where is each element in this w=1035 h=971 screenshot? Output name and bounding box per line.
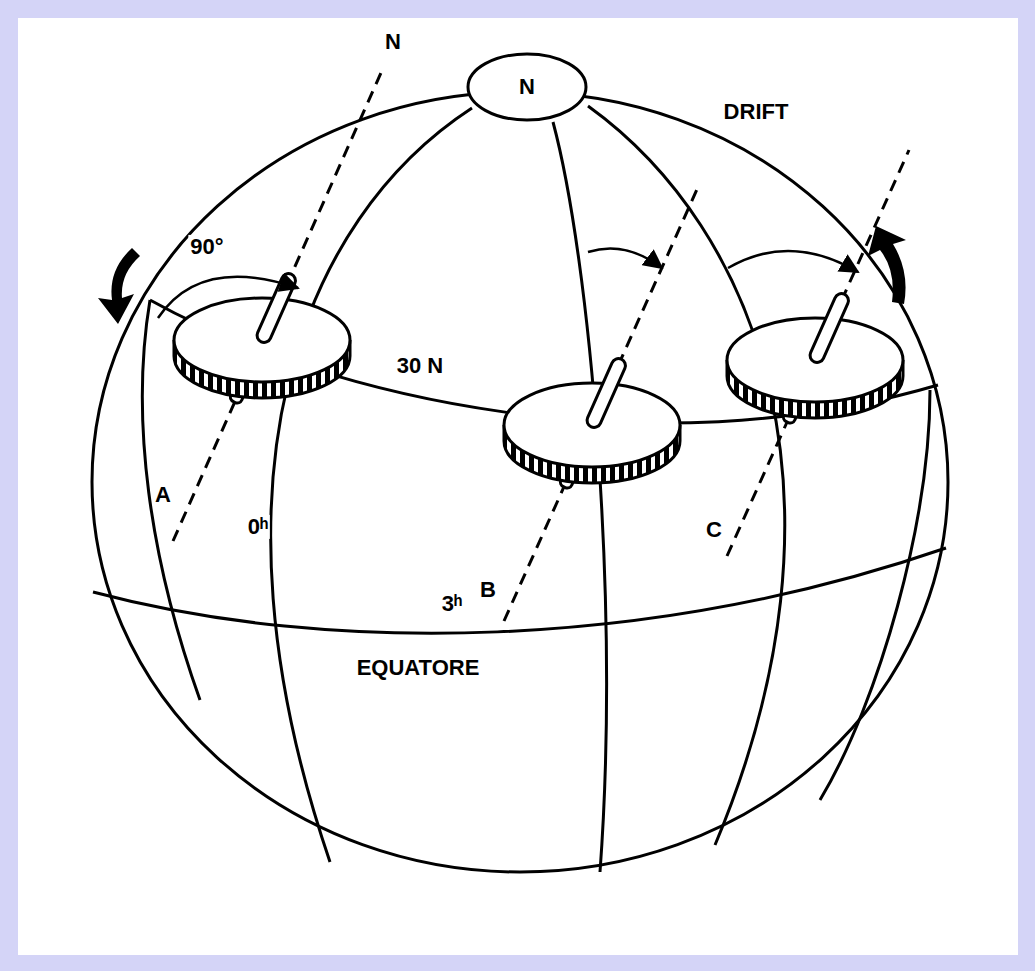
drift-label: DRIFT xyxy=(722,100,791,124)
hour-label: 3ʰ xyxy=(440,592,464,616)
gyro-letter: C xyxy=(704,518,724,542)
angle-label: 90° xyxy=(188,235,225,259)
hour-label: 0ʰ xyxy=(246,515,270,539)
pole-label: N xyxy=(519,75,535,99)
pole-ellipse: N xyxy=(466,52,588,122)
gyro-letter: A xyxy=(153,483,173,507)
axis-north-label: N xyxy=(383,30,403,54)
equator-label: EQUATORE xyxy=(355,656,482,680)
parallel-label: 30 N xyxy=(395,354,445,378)
gyro-letter: B xyxy=(478,578,498,602)
